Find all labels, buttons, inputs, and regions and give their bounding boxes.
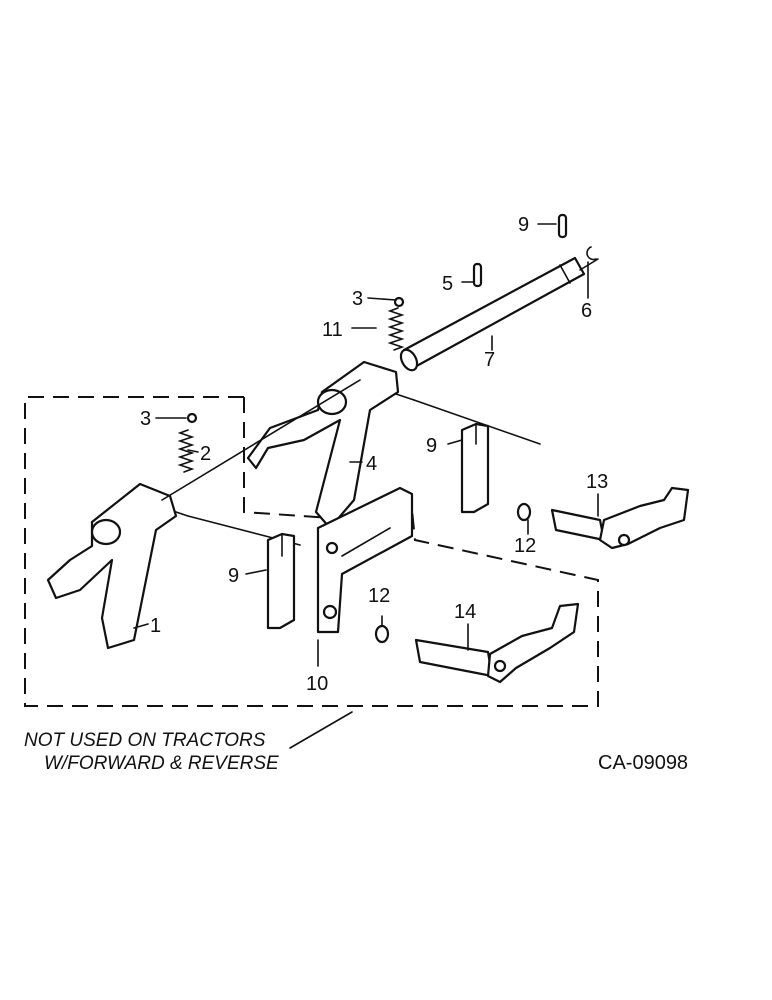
shift-lever-upper (550, 486, 690, 550)
pin-middle (472, 262, 483, 288)
mounting-plate (316, 486, 414, 634)
washer-left (374, 624, 390, 644)
reference-code: CA-09098 (598, 752, 688, 774)
shift-fork-upper (246, 360, 541, 530)
callout-12-right: 12 (514, 535, 536, 557)
shift-rail (399, 256, 599, 372)
callout-2: 2 (200, 443, 211, 465)
callout-4: 4 (366, 453, 377, 475)
snap-ring (586, 246, 597, 261)
pin-upper (557, 213, 568, 239)
callout-10: 10 (306, 673, 328, 695)
callout-5: 5 (442, 273, 453, 295)
callout-9-right: 9 (426, 435, 437, 457)
callout-13: 13 (586, 471, 608, 493)
washer-right (516, 502, 532, 522)
shift-lever-lower (414, 602, 580, 684)
callout-8: 7 (484, 349, 495, 371)
ball-lower (186, 412, 198, 424)
spring-lower (177, 429, 195, 473)
note-line-2: W/FORWARD & REVERSE (44, 753, 279, 774)
spring-upper (387, 307, 405, 351)
interlock-block-right (460, 422, 490, 514)
leader-lines (133, 223, 599, 667)
callout-7: 6 (581, 300, 592, 322)
callout-3-upper: 3 (352, 288, 363, 310)
callout-12-left: 12 (368, 585, 390, 607)
ball-upper (393, 296, 405, 308)
callout-6: 9 (518, 214, 529, 236)
callout-1: 1 (150, 615, 161, 637)
note-line-1: NOT USED ON TRACTORS (24, 730, 266, 751)
interlock-block-left (266, 532, 296, 630)
callout-9-left: 9 (228, 565, 239, 587)
optional-parts-boundary (24, 396, 599, 707)
note-leader-line (289, 711, 353, 749)
callout-11: 11 (322, 319, 343, 341)
callout-14: 14 (454, 601, 476, 623)
callout-3-lower: 3 (140, 408, 151, 430)
